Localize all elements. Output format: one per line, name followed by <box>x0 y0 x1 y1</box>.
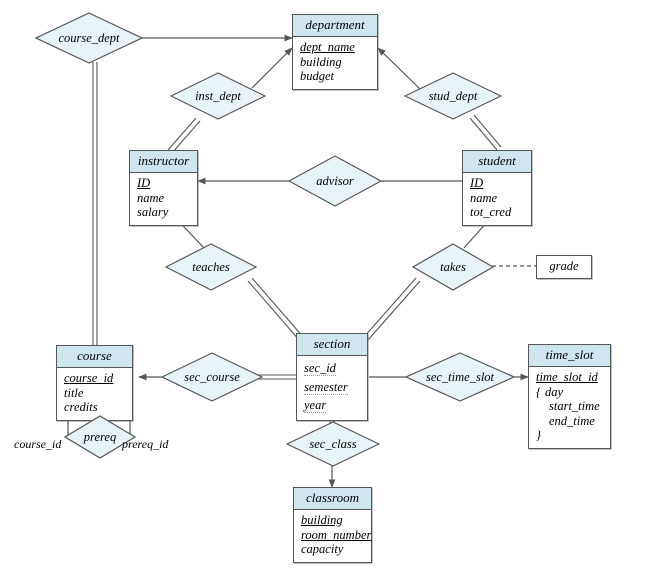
entity-section-attributes: sec_id semester year <box>297 356 367 420</box>
attribute-grade-label: grade <box>549 259 579 273</box>
attribute-salary: salary <box>137 205 169 219</box>
entity-instructor-title: instructor <box>130 151 197 173</box>
diamond-shape <box>286 421 380 467</box>
entity-department-attributes: dept_name building budget <box>293 37 377 89</box>
attribute-sec-id: sec_id <box>304 361 336 376</box>
relationship-teaches-label: teaches <box>192 259 230 274</box>
role-label-course-id: course_id <box>14 437 61 452</box>
relationship-course-dept-label: course_dept <box>58 30 120 45</box>
role-label-course-id-text: course_id <box>14 437 62 451</box>
entity-department[interactable]: department dept_name building budget <box>292 14 378 90</box>
entity-department-title: department <box>293 15 377 37</box>
diamond-shape <box>161 352 263 402</box>
relationship-stud-dept[interactable]: stud_dept <box>404 72 502 120</box>
relationship-advisor-label: advisor <box>316 173 354 188</box>
multivalued-close-brace: } <box>536 428 541 442</box>
relationship-course-dept[interactable]: course_dept <box>35 12 143 64</box>
attribute-student-name: name <box>470 190 498 205</box>
entity-section[interactable]: section sec_id semester year <box>296 333 368 421</box>
relationship-sec-course-label: sec_course <box>184 369 240 384</box>
attribute-time-slot-id: time_slot_id <box>536 370 598 384</box>
diamond-shape <box>412 243 494 291</box>
relationship-prereq[interactable]: prereq <box>64 415 136 459</box>
entity-student[interactable]: student ID name tot_cred <box>462 150 532 226</box>
attribute-classroom-building: building <box>301 513 343 527</box>
entity-instructor[interactable]: instructor ID name salary <box>129 150 198 226</box>
attribute-instructor-id: ID <box>137 176 151 190</box>
entity-time-slot[interactable]: time_slot time_slot_id { day start_time … <box>528 344 611 449</box>
relationship-sec-class[interactable]: sec_class <box>286 421 380 467</box>
diamond-shape <box>170 72 266 120</box>
attribute-day: day <box>545 384 564 399</box>
attribute-room-number: room_number <box>301 527 372 542</box>
attribute-grade[interactable]: grade <box>536 255 592 279</box>
diamond-shape <box>288 155 382 207</box>
attribute-instructor-name: name <box>137 190 165 205</box>
relationship-prereq-label: prereq <box>83 429 117 444</box>
relationship-sec-time-slot[interactable]: sec_time_slot <box>405 352 515 402</box>
attribute-start-time: start_time <box>549 399 600 413</box>
relationship-takes-label: takes <box>440 259 466 274</box>
diamond-shape <box>35 12 143 64</box>
relationship-stud-dept-label: stud_dept <box>428 88 478 103</box>
diamond-shape <box>64 415 136 459</box>
entity-classroom-title: classroom <box>294 488 371 510</box>
attribute-semester: semester <box>304 379 348 395</box>
entity-course-attributes: course_id title credits <box>57 368 132 420</box>
attribute-credits: credits <box>64 400 98 414</box>
relationship-sec-time-slot-label: sec_time_slot <box>425 369 495 384</box>
attribute-budget: budget <box>300 69 335 83</box>
relationship-takes[interactable]: takes <box>412 243 494 291</box>
attribute-dept-name: dept_name <box>300 40 355 54</box>
entity-course[interactable]: course course_id title credits <box>56 345 133 421</box>
relationship-sec-course[interactable]: sec_course <box>161 352 263 402</box>
role-label-prereq-id-text: prereq_id <box>122 437 169 451</box>
entity-time-slot-title: time_slot <box>529 345 610 367</box>
attribute-tot-cred: tot_cred <box>470 205 512 219</box>
relationship-advisor[interactable]: advisor <box>288 155 382 207</box>
attribute-title: title <box>64 385 84 400</box>
entity-course-title: course <box>57 346 132 368</box>
relationship-teaches[interactable]: teaches <box>165 243 257 291</box>
entity-time-slot-attributes: time_slot_id { day start_time end_time } <box>529 367 610 448</box>
entity-student-attributes: ID name tot_cred <box>463 173 531 225</box>
attribute-building: building <box>300 54 342 69</box>
diamond-shape <box>405 352 515 402</box>
diamond-shape <box>165 243 257 291</box>
multivalued-open-brace: { <box>536 384 541 399</box>
entity-instructor-attributes: ID name salary <box>130 173 197 225</box>
attribute-student-id: ID <box>470 176 484 190</box>
entity-classroom[interactable]: classroom building room_number capacity <box>293 487 372 563</box>
relationship-inst-dept-label: inst_dept <box>195 88 241 103</box>
relationship-sec-class-label: sec_class <box>309 436 357 451</box>
entity-student-title: student <box>463 151 531 173</box>
role-label-prereq-id: prereq_id <box>122 437 168 452</box>
entity-classroom-attributes: building room_number capacity <box>294 510 371 562</box>
relationship-inst-dept[interactable]: inst_dept <box>170 72 266 120</box>
diamond-shape <box>404 72 502 120</box>
attribute-year: year <box>304 398 327 413</box>
entity-section-title: section <box>297 334 367 356</box>
attribute-end-time: end_time <box>549 413 595 428</box>
attribute-course-id: course_id <box>64 371 114 385</box>
attribute-capacity: capacity <box>301 542 344 556</box>
